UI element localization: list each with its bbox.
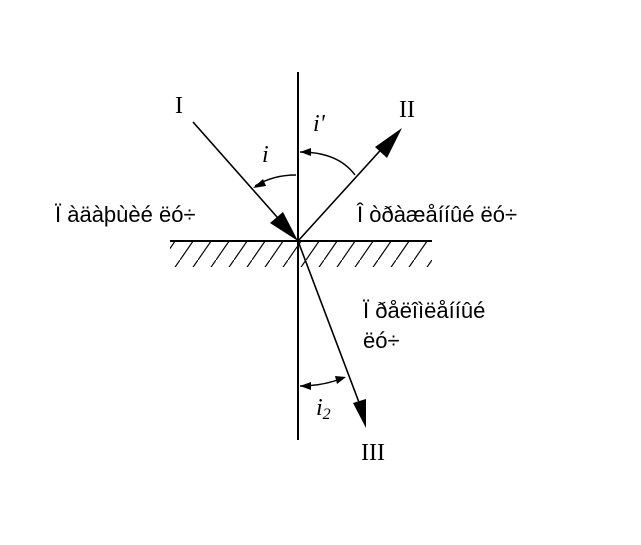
reflected-ray <box>297 141 389 242</box>
caption-incident-ray: Ï àäàþùèé ëó÷ <box>55 202 196 227</box>
medium-hatching <box>170 242 432 267</box>
caption-reflected-ray: Î òðàæåííûé ëó÷ <box>356 202 517 227</box>
ray-label-reflected: II <box>399 97 415 123</box>
caption-refracted-ray-line2: ëó÷ <box>363 328 400 353</box>
reflected-ray-arrowhead <box>375 128 402 158</box>
refracted-ray <box>297 240 361 406</box>
incident-ray-arrowhead <box>270 212 298 241</box>
angle-label-refraction-base: i <box>316 395 323 421</box>
angle-label-reflection: i' <box>313 111 326 137</box>
angle-label-refraction-sub: 2 <box>323 406 331 423</box>
angle-arc-refraction-arrow-left <box>300 382 311 390</box>
angle-arc-reflection <box>299 151 356 176</box>
angle-arc-incidence-arrow <box>253 179 266 188</box>
refracted-ray-arrowhead <box>353 399 366 428</box>
angle-arc-reflection-arrow <box>300 148 311 156</box>
angle-label-refraction: i2 <box>316 395 331 423</box>
angle-label-incidence: i <box>262 142 269 168</box>
angle-arc-refraction-arrow-right <box>335 376 346 384</box>
ray-label-incident: I <box>175 93 183 119</box>
incident-ray <box>192 121 286 227</box>
caption-refracted-ray-line1: Ï ðåëîìëåííûé <box>363 298 485 323</box>
ray-label-refracted: III <box>361 440 385 466</box>
